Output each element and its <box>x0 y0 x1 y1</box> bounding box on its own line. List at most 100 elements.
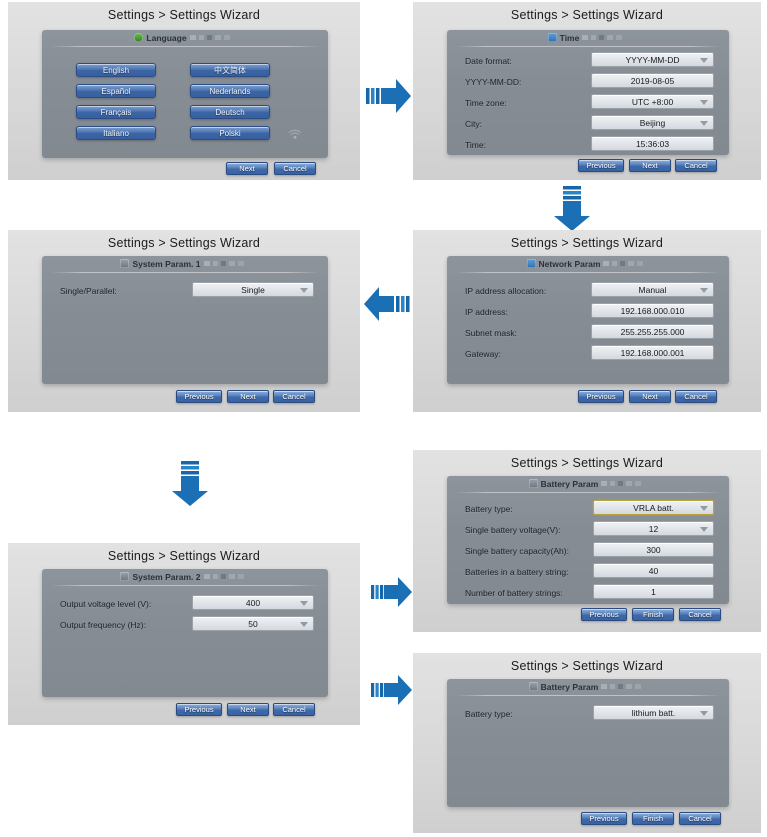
button-label: Next <box>642 392 658 401</box>
field-number-of-strings[interactable]: 1 <box>593 584 714 599</box>
cancel-button[interactable]: Cancel <box>274 162 316 175</box>
field-value: VRLA batt. <box>633 502 674 513</box>
chevron-down-icon <box>300 287 308 293</box>
field-subnet-mask[interactable]: 255.255.255.000 <box>591 324 714 339</box>
next-button[interactable]: Next <box>227 390 269 403</box>
language-button-polski[interactable]: Polski <box>190 126 270 140</box>
battery-icon <box>528 479 538 488</box>
button-label: Next <box>642 161 658 170</box>
cancel-button[interactable]: Cancel <box>273 390 315 403</box>
language-button-italiano[interactable]: Italiano <box>76 126 156 140</box>
language-button-nederlands[interactable]: Nederlands <box>190 84 270 98</box>
field-gateway[interactable]: 192.168.000.001 <box>591 345 714 360</box>
field-ip-address[interactable]: 192.168.000.010 <box>591 303 714 318</box>
row-single-battery-capacity: Single battery capacity(Ah): <box>465 546 569 556</box>
previous-button[interactable]: Previous <box>578 159 624 172</box>
row-date-value: YYYY-MM-DD: <box>465 77 521 87</box>
row-gateway: Gateway: <box>465 349 501 359</box>
field-ip-allocation[interactable]: Manual <box>591 282 714 297</box>
finish-button[interactable]: Finish <box>632 812 674 825</box>
screen-time: Settings > Settings Wizard Time Date for… <box>413 2 761 180</box>
screen-battery-param-lithium: Settings > Settings Wizard Battery Param… <box>413 653 761 833</box>
cancel-button[interactable]: Cancel <box>675 390 717 403</box>
field-single-battery-capacity[interactable]: 300 <box>593 542 714 557</box>
field-value: 192.168.000.001 <box>620 347 685 358</box>
field-single-parallel[interactable]: Single <box>192 282 314 297</box>
language-button-deutsch[interactable]: Deutsch <box>190 105 270 119</box>
button-label: Cancel <box>282 705 306 714</box>
previous-button[interactable]: Previous <box>581 812 627 825</box>
field-value: Single <box>241 284 265 295</box>
previous-button[interactable]: Previous <box>581 608 627 621</box>
cancel-button[interactable]: Cancel <box>679 608 721 621</box>
field-value: 1 <box>651 586 656 597</box>
field-value: 255.255.255.000 <box>620 326 685 337</box>
next-button[interactable]: Next <box>629 159 671 172</box>
field-time-zone[interactable]: UTC +8:00 <box>591 94 714 109</box>
field-time[interactable]: 15:36:03 <box>591 136 714 151</box>
language-button-francais[interactable]: Français <box>76 105 156 119</box>
card-language: Language English 中文简体 Español Nederlands… <box>42 30 328 158</box>
row-batteries-in-string: Batteries in a battery string: <box>465 567 568 577</box>
field-batteries-in-string[interactable]: 40 <box>593 563 714 578</box>
row-time: Time: <box>465 140 486 150</box>
chevron-down-icon <box>700 120 708 126</box>
next-button[interactable]: Next <box>629 390 671 403</box>
field-date-value[interactable]: 2019-08-05 <box>591 73 714 88</box>
language-button-chinese[interactable]: 中文简体 <box>190 63 270 77</box>
button-label: Cancel <box>684 392 708 401</box>
card-header: System Param. 2 <box>42 569 328 584</box>
screen-battery-param-vrla: Settings > Settings Wizard Battery Param… <box>413 450 761 632</box>
language-label: 中文简体 <box>214 65 246 75</box>
screen-system-param-2: Settings > Settings Wizard System Param.… <box>8 543 360 725</box>
field-battery-type[interactable]: lithium batt. <box>593 705 714 720</box>
row-output-voltage: Output voltage level (V): <box>60 599 151 609</box>
cancel-button[interactable]: Cancel <box>679 812 721 825</box>
cancel-button[interactable]: Cancel <box>675 159 717 172</box>
next-button[interactable]: Next <box>226 162 268 175</box>
next-button[interactable]: Next <box>227 703 269 716</box>
button-label: Previous <box>184 392 214 401</box>
row-time-zone: Time zone: <box>465 98 507 108</box>
field-date-format[interactable]: YYYY-MM-DD <box>591 52 714 67</box>
row-label: YYYY-MM-DD: <box>465 77 522 87</box>
battery-icon <box>528 682 538 691</box>
finish-button[interactable]: Finish <box>632 608 674 621</box>
previous-button[interactable]: Previous <box>176 703 222 716</box>
cancel-button[interactable]: Cancel <box>273 703 315 716</box>
language-label: Polski <box>219 128 241 138</box>
row-label: Time zone: <box>465 98 507 108</box>
row-label: Output voltage level (V): <box>60 599 152 609</box>
field-output-frequency[interactable]: 50 <box>192 616 314 631</box>
header-step-indicator <box>601 684 648 689</box>
button-label: Cancel <box>688 814 712 823</box>
button-label: Next <box>239 164 255 173</box>
language-button-english[interactable]: English <box>76 63 156 77</box>
chevron-down-icon <box>700 287 708 293</box>
row-city: City: <box>465 119 482 129</box>
field-output-voltage[interactable]: 400 <box>192 595 314 610</box>
arrow-system1-to-system2 <box>166 461 214 507</box>
language-button-espanol[interactable]: Español <box>76 84 156 98</box>
field-city[interactable]: Beijing <box>591 115 714 130</box>
card-time: Time Date format: YYYY-MM-DD YYYY-MM-DD:… <box>447 30 729 155</box>
row-label: IP address: <box>465 307 508 317</box>
field-value: YYYY-MM-DD <box>625 54 680 65</box>
previous-button[interactable]: Previous <box>578 390 624 403</box>
previous-button[interactable]: Previous <box>176 390 222 403</box>
button-label: Previous <box>586 392 616 401</box>
card-header: Battery Param <box>447 679 729 694</box>
row-label: Gateway: <box>465 349 501 359</box>
card-header: Language <box>42 30 328 45</box>
page-title: Settings > Settings Wizard <box>510 236 664 250</box>
card-title: Language <box>146 32 187 43</box>
header-step-indicator <box>203 574 250 579</box>
row-label: Subnet mask: <box>465 328 517 338</box>
arrow-language-to-time <box>366 72 412 120</box>
button-label: Previous <box>589 814 619 823</box>
language-label: English <box>102 65 130 75</box>
card-title: System Param. 1 <box>132 258 201 269</box>
field-single-battery-voltage[interactable]: 12 <box>593 521 714 536</box>
row-output-frequency: Output frequency (Hz): <box>60 620 146 630</box>
field-battery-type[interactable]: VRLA batt. <box>593 500 714 515</box>
